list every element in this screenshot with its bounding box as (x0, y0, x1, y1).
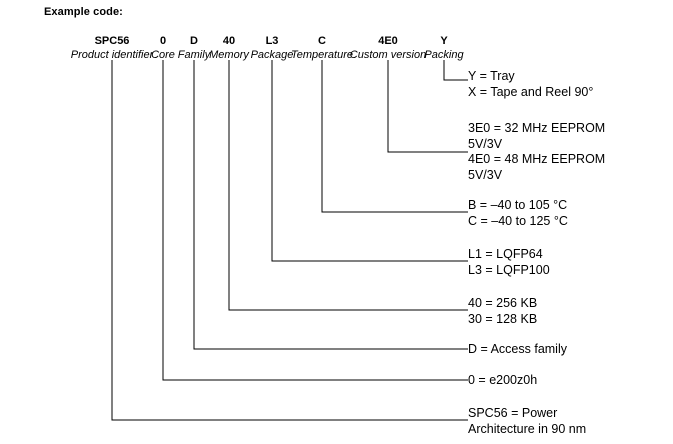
page-title: Example code: (44, 6, 123, 18)
leader-line-core (162, 60, 468, 381)
code-token: SPC56 (94, 35, 130, 47)
leader-line-package (271, 60, 468, 262)
legend-line: 4E0 = 48 MHz EEPROM (468, 152, 606, 166)
code-token: 0 (159, 35, 167, 47)
legend-block-family: D = Access family (468, 342, 567, 358)
code-token: 4E0 (378, 35, 398, 47)
code-token: C (318, 35, 326, 47)
code-token: Y (440, 35, 448, 47)
field-descriptor: Product identifier (70, 49, 154, 61)
legend-line: 30 = 128 KB (468, 311, 538, 326)
leader-line-custom-version (387, 60, 468, 153)
legend-line: B = –40 to 105 °C (468, 198, 568, 212)
legend-line: 5V/3V (468, 136, 503, 151)
leader-line-product-identifier (111, 60, 468, 421)
legend-line: Y = Tray (468, 69, 515, 83)
legend-line: L1 = LQFP64 (468, 247, 543, 261)
field-descriptor: Family (177, 49, 211, 61)
leader-line-packing (443, 60, 468, 81)
code-token: L3 (265, 35, 279, 47)
legend-line: Architecture in 90 nm (468, 421, 587, 436)
field-descriptor: Packing (424, 49, 464, 61)
code-token: 40 (222, 35, 236, 47)
legend-line: 5V/3V (468, 167, 503, 182)
field-descriptor: Temperature (291, 49, 353, 61)
field-descriptor: Memory (209, 49, 249, 61)
legend-line: L3 = LQFP100 (468, 262, 550, 277)
legend-line: C = –40 to 125 °C (468, 213, 568, 228)
field-descriptor: Core (151, 49, 175, 61)
legend-line: 40 = 256 KB (468, 296, 538, 310)
code-token: D (190, 35, 198, 47)
field-descriptor: Package (250, 49, 294, 61)
legend-line: SPC56 = Power (468, 406, 558, 420)
leader-line-temperature (321, 60, 468, 213)
legend-line: D = Access family (468, 342, 567, 356)
legend-line: 3E0 = 32 MHz EEPROM (468, 121, 606, 135)
leader-line-memory (228, 60, 468, 311)
leader-line-family (193, 60, 468, 350)
field-descriptor: Custom version (349, 49, 427, 61)
legend-line: X = Tape and Reel 90° (468, 84, 594, 99)
legend-block-core: 0 = e200z0h (468, 373, 537, 389)
legend-line: 0 = e200z0h (468, 373, 538, 387)
